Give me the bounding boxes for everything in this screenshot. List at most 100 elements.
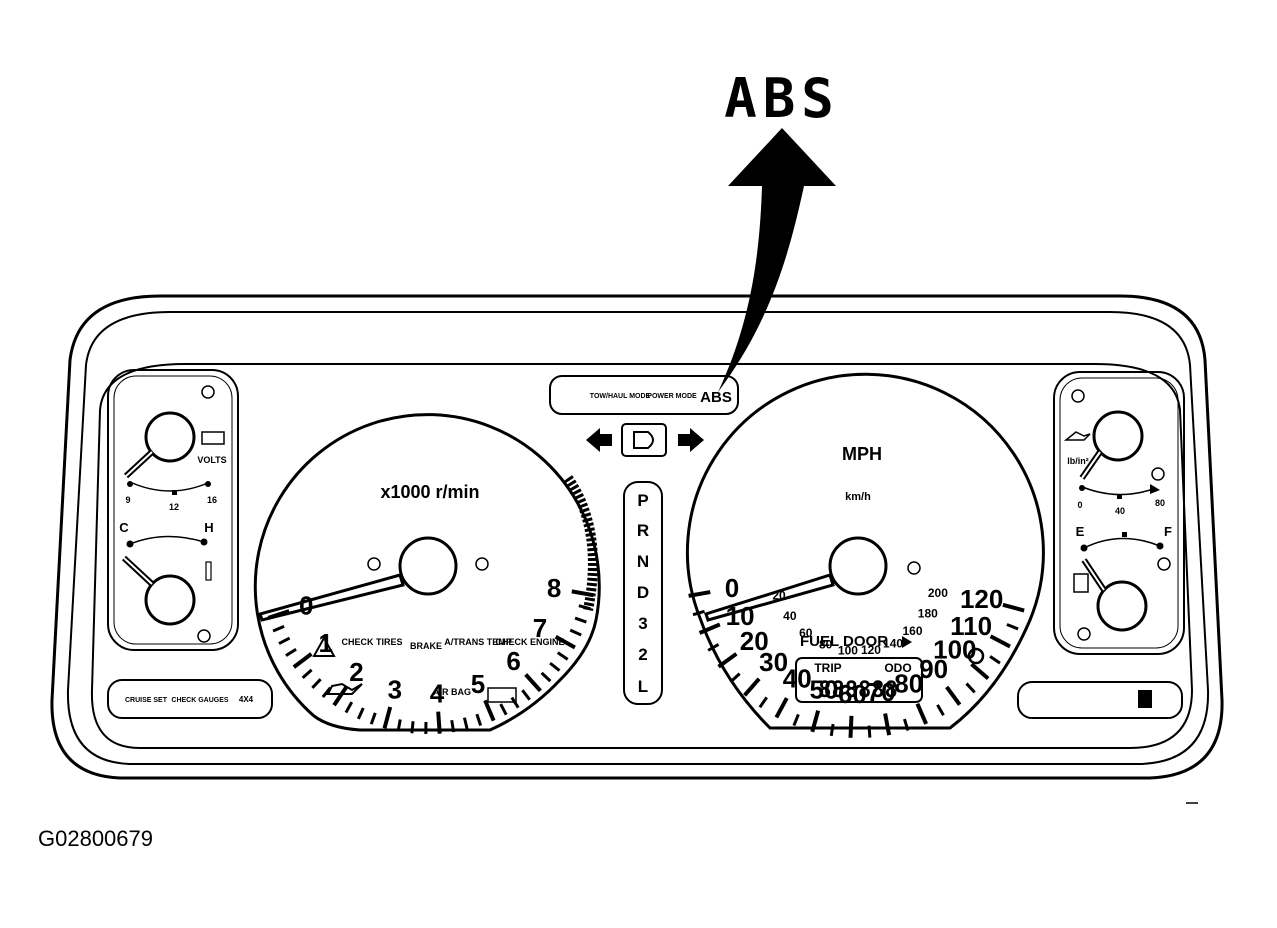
cruise-indicator-panel: CRUISE SET CHECK GAUGES 4X4 xyxy=(108,680,272,718)
volts-gauge-mid: 12 xyxy=(169,502,179,512)
low-fuel-indicator-panel xyxy=(1018,682,1182,718)
dial-tick xyxy=(438,712,440,734)
oil-gauge-label: lb/in² xyxy=(1067,456,1089,466)
dial-tick xyxy=(990,656,1000,663)
dial-tick xyxy=(501,704,507,715)
dial-tick xyxy=(303,670,312,678)
oil-gauge-mid: 40 xyxy=(1115,506,1125,516)
volts-gauge-min: 9 xyxy=(125,495,130,505)
fuel-gauge-full: F xyxy=(1164,524,1172,539)
tachometer-number: 3 xyxy=(388,675,402,705)
speedometer-mph-number: 120 xyxy=(960,584,1003,614)
dial-tick xyxy=(760,697,767,707)
gear-2: 2 xyxy=(638,645,647,664)
dial-tick xyxy=(971,664,988,678)
odometer-reading: 888888 xyxy=(818,678,897,703)
dial-tick xyxy=(286,649,296,655)
speedometer-hub xyxy=(830,538,886,594)
tachometer-scale-label: x1000 r/min xyxy=(380,482,479,502)
callout-arrow xyxy=(718,128,836,392)
tachometer-redline xyxy=(568,478,593,610)
speedometer-mph-number: 110 xyxy=(950,611,992,641)
dial-tick xyxy=(273,626,284,631)
dial-tick xyxy=(279,638,290,644)
dial-tick xyxy=(526,674,541,690)
dial-tick xyxy=(334,687,346,705)
callout-label: ABS xyxy=(724,67,840,130)
volts-gauge-label: VOLTS xyxy=(197,455,226,465)
dial-tick xyxy=(794,714,798,725)
top-indicator-panel: TOW/HAUL MODE POWER MODE ABS xyxy=(550,376,738,414)
dial-tick xyxy=(1007,625,1018,629)
low-fuel-icon xyxy=(1138,690,1152,708)
warning-brake: BRAKE xyxy=(410,641,442,651)
dial-tick xyxy=(522,690,529,700)
gear-selector: P R N D 3 2 L xyxy=(624,482,662,704)
dial-tick xyxy=(358,708,363,719)
dial-tick xyxy=(550,663,559,670)
dial-tick xyxy=(346,702,352,712)
fuel-pump-icon xyxy=(1074,574,1088,592)
dial-tick xyxy=(885,714,889,736)
dial-tick xyxy=(558,653,568,660)
dial-tick xyxy=(991,636,1010,646)
dial-tick xyxy=(570,630,581,635)
temp-gauge-cold: C xyxy=(119,520,129,535)
high-beam-indicator xyxy=(622,424,666,456)
lamp-tow-haul: TOW/HAUL MODE xyxy=(590,393,651,400)
lamp-abs: ABS xyxy=(700,389,732,406)
dial-tick xyxy=(485,700,494,720)
right-turn-signal-icon xyxy=(678,428,704,452)
gear-3: 3 xyxy=(638,614,647,633)
gear-d: D xyxy=(637,583,649,602)
fuel-gauge-hub xyxy=(1098,582,1146,630)
trip-label: TRIP xyxy=(814,661,841,675)
dial-tick xyxy=(937,705,943,715)
lamp-cruise-set: CRUISE SET xyxy=(125,697,168,704)
dial-tick xyxy=(917,704,926,724)
dial-tick xyxy=(464,718,467,730)
dial-tick xyxy=(745,679,760,696)
speedometer-kmh-number: 200 xyxy=(928,586,948,600)
dial-tick xyxy=(967,684,975,693)
dial-tick xyxy=(831,724,833,736)
dial-tick xyxy=(947,687,960,705)
warning-air-bag: AIR BAG xyxy=(433,687,471,697)
oil-gauge-max: 80 xyxy=(1155,498,1165,508)
dial-tick xyxy=(542,673,551,681)
lamp-4x4: 4X4 xyxy=(239,695,254,704)
tachometer-number: 6 xyxy=(506,646,520,676)
tachometer-number: 2 xyxy=(349,657,363,687)
tachometer-rim xyxy=(274,389,630,722)
gear-p: P xyxy=(637,491,648,510)
dial-tick xyxy=(312,679,320,688)
battery-icon xyxy=(202,432,224,444)
left-turn-signal-icon xyxy=(586,428,612,452)
tachometer-number: 0 xyxy=(299,591,313,621)
temp-icon xyxy=(206,562,211,580)
dial-tick xyxy=(731,674,740,682)
dial-tick xyxy=(776,698,786,717)
dial-tick xyxy=(398,720,400,732)
lamp-power-mode: POWER MODE xyxy=(647,393,697,400)
speedometer-mph-number: 40 xyxy=(783,664,812,694)
headlamp-icon xyxy=(634,432,653,448)
gear-r: R xyxy=(637,521,649,540)
lamp-check-gauges: CHECK GAUGES xyxy=(171,697,229,704)
speedometer-kmh-number: 180 xyxy=(918,607,938,621)
speedometer-mph-number: 0 xyxy=(725,573,739,603)
temp-gauge-hot: H xyxy=(204,520,213,535)
speedometer-mph-label: MPH xyxy=(842,444,882,464)
dial-tick xyxy=(371,713,375,724)
right-aux-gauge-pod: lb/in² 0 40 80 E F xyxy=(1054,372,1184,654)
speedometer-kmh-number: 160 xyxy=(902,624,922,638)
dial-tick xyxy=(385,707,391,728)
dial-tick xyxy=(869,726,870,738)
tachometer-number: 8 xyxy=(547,573,561,603)
fuel-door-label: FUEL DOOR xyxy=(800,633,888,650)
left-aux-gauge-pod: VOLTS 9 12 16 C H xyxy=(108,370,238,650)
dial-tick xyxy=(294,654,312,667)
